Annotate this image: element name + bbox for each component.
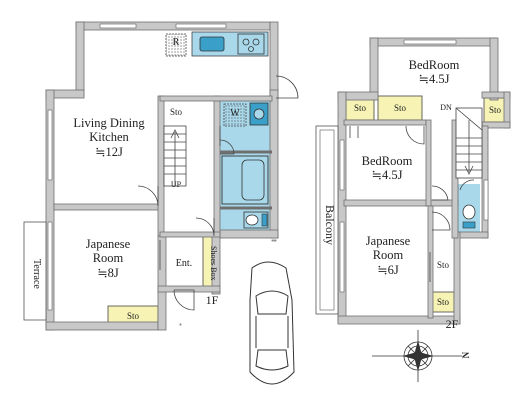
storage-stair-1f-box [162,100,190,126]
balcony [315,125,339,315]
terrace-label: Terrace [31,259,42,289]
entrance-label: Ent. [175,258,193,269]
floor-2f-label: 2F [445,317,459,331]
living-dining-kitchen-label: Living Dining Kitchen ≒12J [73,116,145,159]
compass-north-label: N [460,351,471,359]
storage-2f-2-label: Sto [393,103,406,113]
windows-2f [339,39,489,293]
refrigerator-label: R [172,37,180,48]
storage-2f-1-label: Sto [353,103,366,113]
stairs-1f [163,125,187,187]
bathtub-icon [221,155,269,205]
storage-2f-3-label: Sto [488,105,501,115]
balcony-label: Balcony [323,205,337,245]
walls-1f [45,21,279,331]
stair-dn-label: DN [440,103,452,112]
washer-box [223,103,247,127]
terrace [23,221,47,321]
floor-1f-label: 1F [205,293,219,307]
door-swings-2f [349,125,475,282]
sto-2f-2 [377,95,423,121]
sink-icon [199,36,225,52]
japanese-room-2f-label: Japanese Room ≒6J [365,234,411,277]
storage-2f-5-label: Sto [436,297,449,307]
door-swings-1f [137,75,299,311]
washbasin-icon [249,102,269,126]
storage-stair-1f-label: Sto [169,107,182,117]
refrigerator [165,33,187,57]
storage-japanese-1f-label: Sto [126,311,139,321]
bedroom-top-label: BedRoom ≒4.5J [408,58,460,87]
compass-icon [372,330,462,382]
japanese-room-1f-label: Japanese Room ≒8J [85,237,131,280]
toilet-2f-icon [462,204,476,229]
stairs-2f [455,107,483,179]
shoes-box-label: Shoes Box [209,245,218,281]
stair-up-label: UP [170,180,182,189]
storage-2f-4-label: Sto [436,260,449,270]
balcony-rail [319,129,335,311]
car-icon [249,261,295,385]
bedroom-mid-label: BedRoom ≒4.5J [361,154,413,183]
windows-1f [47,23,277,326]
stove-icon [237,33,265,55]
washer-label: W [230,108,240,119]
toilet-icon [243,211,269,229]
